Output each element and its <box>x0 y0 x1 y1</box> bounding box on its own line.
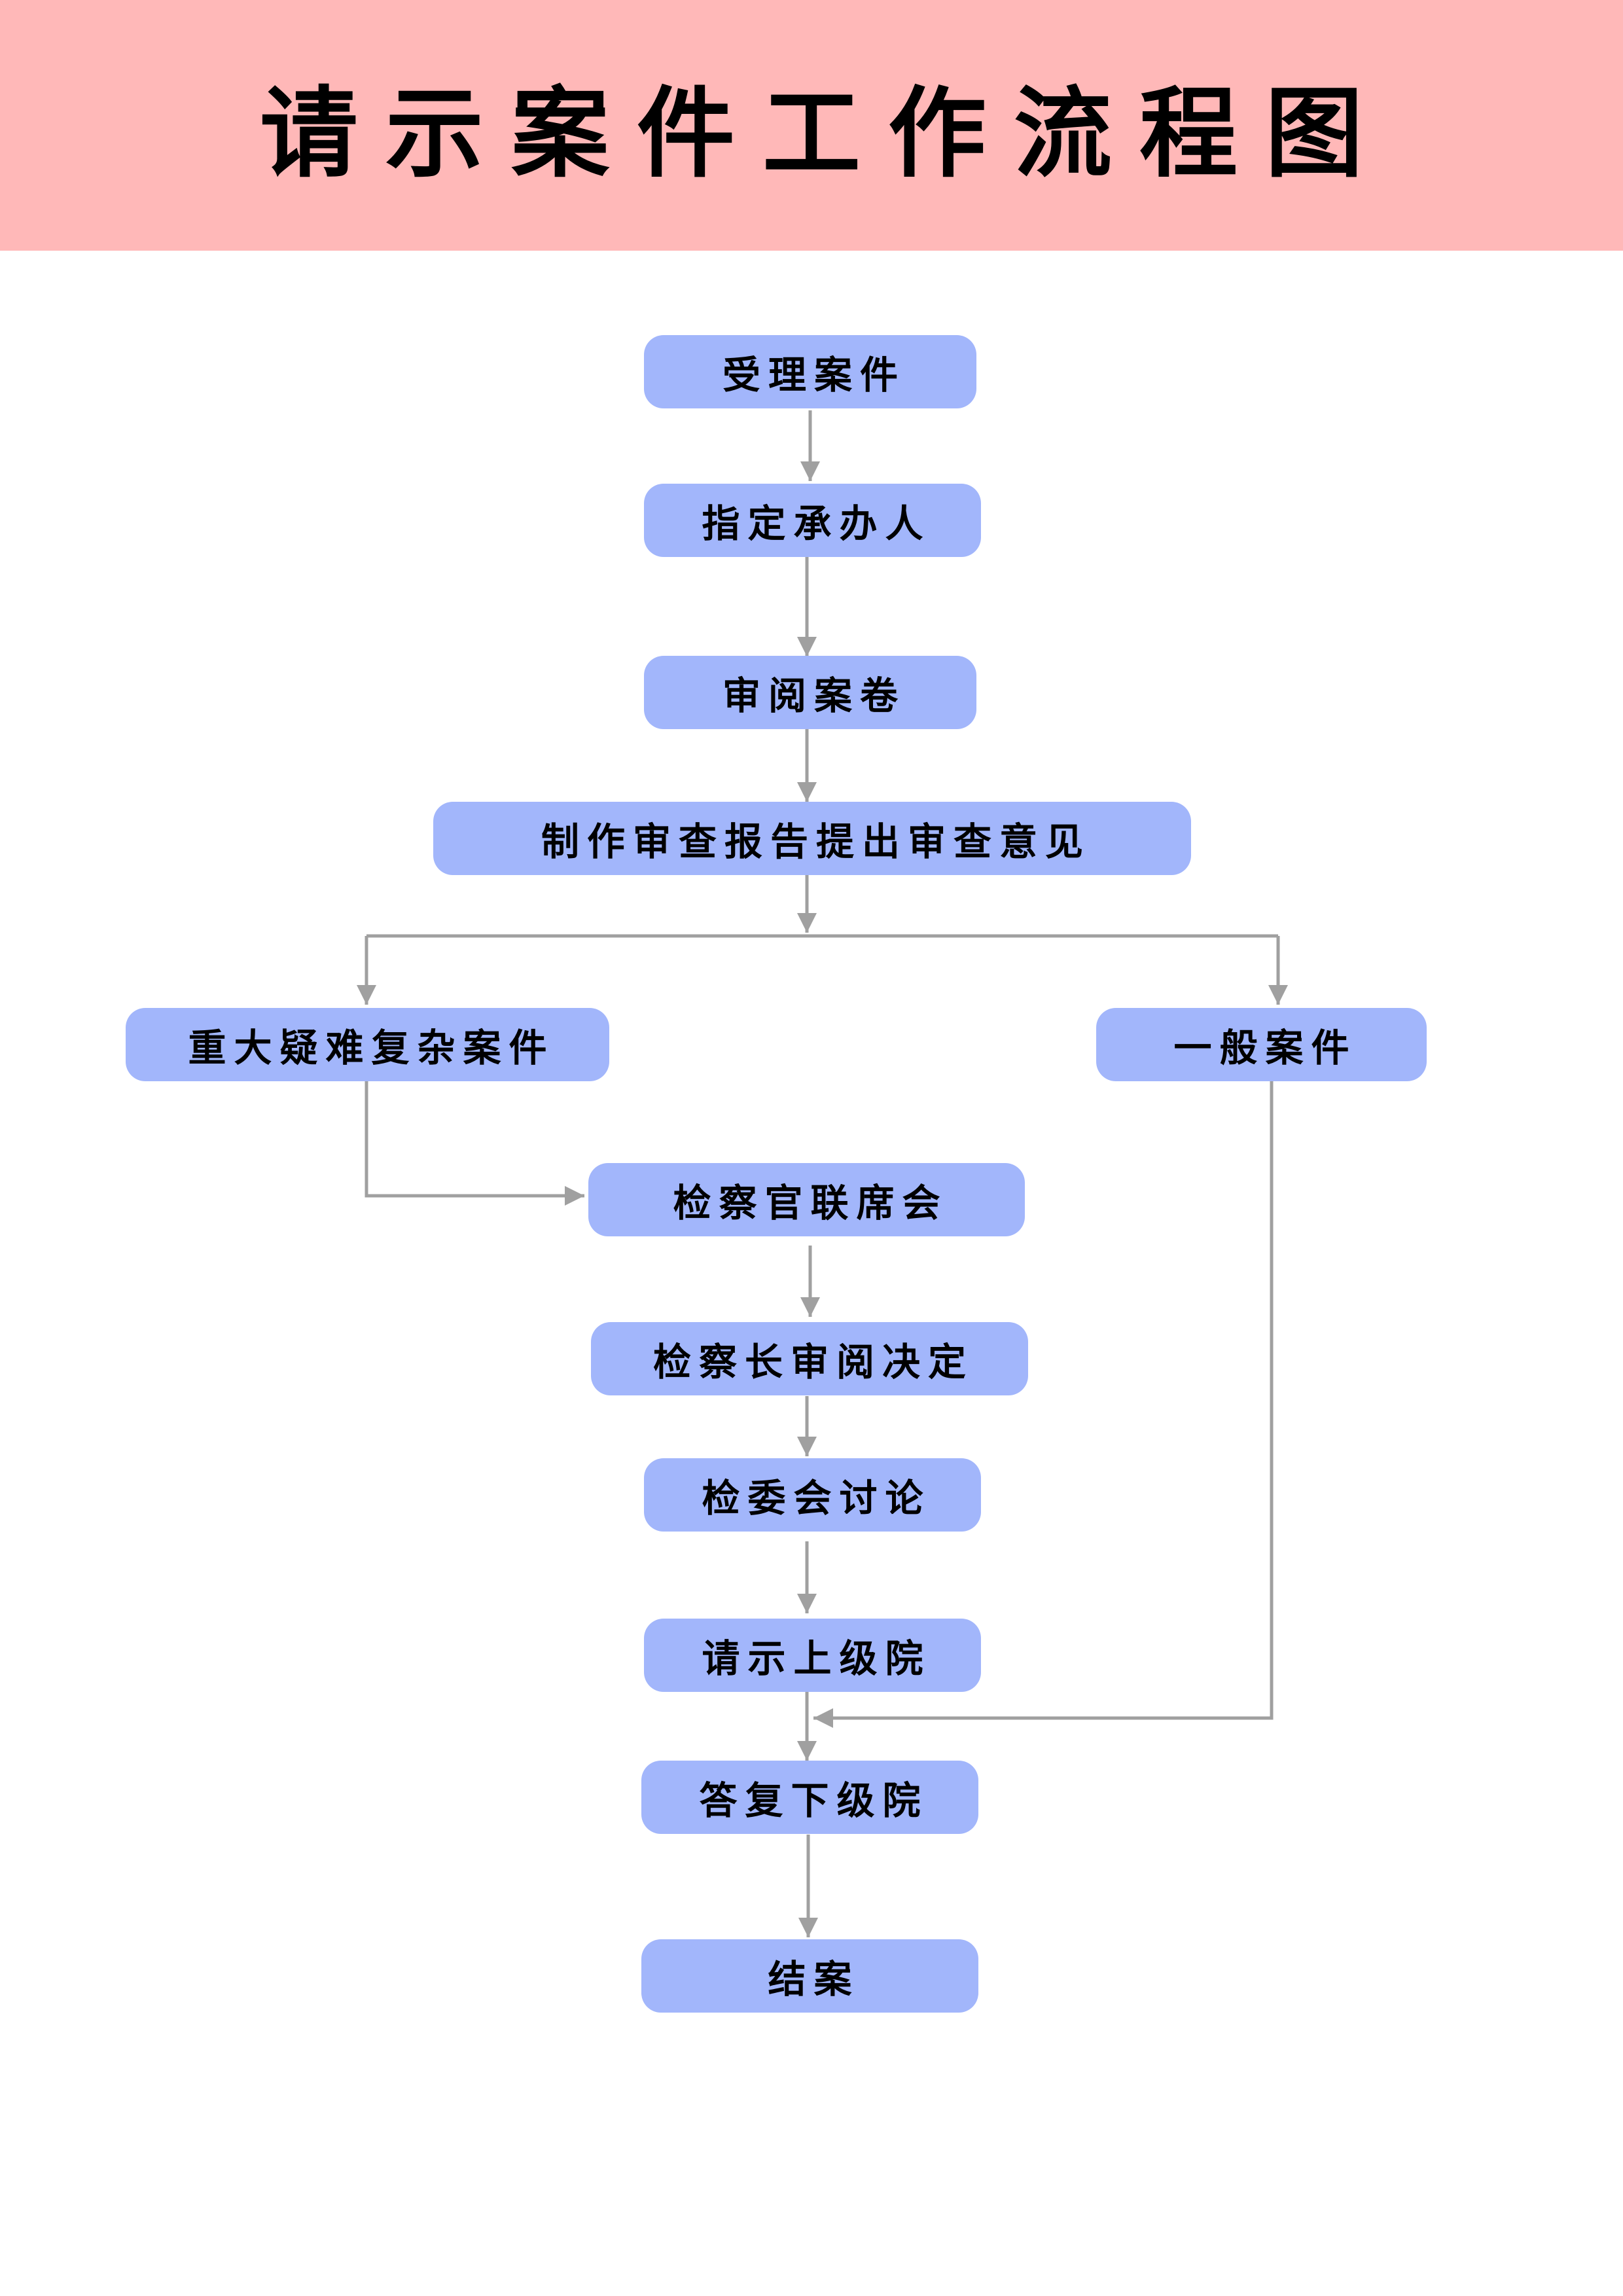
node-chief-decision: 检察长审阅决定 <box>591 1322 1028 1395</box>
node-review-file: 审阅案卷 <box>644 656 976 729</box>
node-prosecutor-meeting: 检察官联席会 <box>588 1163 1025 1236</box>
node-reply-lower: 答复下级院 <box>641 1761 978 1834</box>
node-major-case: 重大疑难复杂案件 <box>126 1008 609 1081</box>
page-title: 请示案件工作流程图 <box>259 77 1391 191</box>
node-committee-discussion: 检委会讨论 <box>644 1458 981 1532</box>
line-general-down <box>813 1078 1274 1728</box>
node-assign-handler: 指定承办人 <box>644 484 981 557</box>
arrow-major-to-meeting <box>365 1078 584 1206</box>
node-make-report: 制作审查报告提出审查意见 <box>433 802 1191 875</box>
title-banner <box>0 0 1623 251</box>
node-close-case: 结案 <box>641 1939 978 2013</box>
node-general-case: 一般案件 <box>1096 1008 1427 1081</box>
node-accept-case: 受理案件 <box>644 335 976 408</box>
node-request-superior: 请示上级院 <box>644 1619 981 1692</box>
